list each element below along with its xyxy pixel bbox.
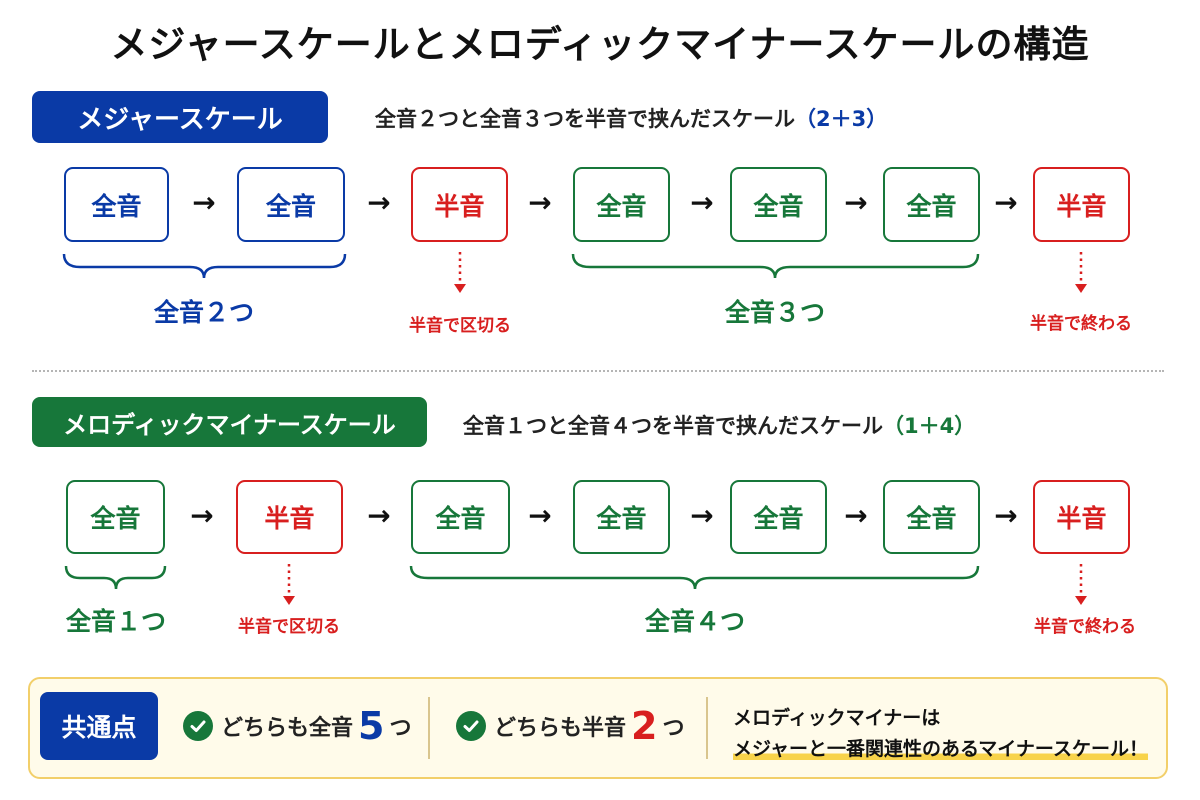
major-divide-arrowhead bbox=[454, 284, 466, 293]
melodic-arrow-6: → bbox=[994, 499, 1018, 532]
major-arrow-2: → bbox=[367, 186, 391, 219]
common-note-line2-wrap: メジャーと一番関連性のあるマイナースケール！ bbox=[733, 734, 1148, 761]
page-title: メジャースケールとメロディックマイナースケールの構造 bbox=[110, 23, 1090, 66]
major-step-6: 全音 bbox=[883, 167, 980, 242]
major-arrow-6: → bbox=[994, 186, 1018, 219]
major-group2-label: 全音３つ bbox=[724, 298, 825, 327]
melodic-group1-label: 全音１つ bbox=[65, 607, 166, 636]
major-arrow-3: → bbox=[528, 186, 552, 219]
major-scale-label: メジャースケール bbox=[32, 91, 328, 143]
melodic-divide-note: 半音で区切る bbox=[238, 617, 340, 637]
common-separator-1 bbox=[428, 697, 430, 759]
major-brace-2 bbox=[571, 253, 980, 279]
melodic-step-7: 半音 bbox=[1033, 480, 1130, 554]
major-end-note: 半音で終わる bbox=[1030, 314, 1132, 334]
major-annotation-graphics bbox=[62, 252, 1087, 293]
major-description: 全音２つと全音３つを半音で挟んだスケール（2＋3） bbox=[375, 103, 887, 133]
melodic-step-3: 全音 bbox=[411, 480, 510, 554]
common-item1-number: 5 bbox=[358, 704, 385, 748]
melodic-formula: （1＋4） bbox=[883, 414, 976, 438]
major-step-2: 全音 bbox=[237, 167, 345, 242]
major-step-7: 半音 bbox=[1033, 167, 1130, 242]
melodic-arrow-2: → bbox=[367, 499, 391, 532]
common-points-label: 共通点 bbox=[40, 692, 158, 760]
melodic-arrow-5: → bbox=[844, 499, 868, 532]
melodic-description: 全音１つと全音４つを半音で挟んだスケール（1＋4） bbox=[463, 410, 975, 440]
melodic-arrow-3: → bbox=[528, 499, 552, 532]
melodic-end-note: 半音で終わる bbox=[1034, 617, 1136, 637]
melodic-step-1: 全音 bbox=[66, 480, 165, 554]
melodic-arrow-1: → bbox=[190, 499, 214, 532]
major-description-text: 全音２つと全音３つを半音で挟んだスケール bbox=[375, 107, 795, 131]
check-icon bbox=[183, 711, 213, 741]
melodic-group2-label: 全音４つ bbox=[644, 607, 745, 636]
melodic-step-4: 全音 bbox=[573, 480, 670, 554]
common-item2-prefix: どちらも半音 bbox=[494, 716, 627, 741]
major-formula: （2＋3） bbox=[795, 107, 888, 131]
melodic-scale-label: メロディックマイナースケール bbox=[32, 397, 427, 447]
common-separator-2 bbox=[706, 697, 708, 759]
common-item2-suffix: つ bbox=[662, 716, 685, 741]
melodic-annotation-graphics bbox=[64, 564, 1087, 605]
melodic-step-6: 全音 bbox=[883, 480, 980, 554]
common-item1-suffix: つ bbox=[389, 716, 412, 741]
common-item-whole-tones: どちらも全音 5 つ bbox=[183, 701, 411, 751]
melodic-step-2: 半音 bbox=[236, 480, 343, 554]
major-divide-note: 半音で区切る bbox=[409, 316, 511, 336]
common-item1-prefix: どちらも全音 bbox=[221, 716, 354, 741]
section-divider bbox=[32, 370, 1164, 372]
common-item-half-tones: どちらも半音 2 つ bbox=[456, 701, 684, 751]
major-step-3: 半音 bbox=[411, 167, 508, 242]
major-end-arrowhead bbox=[1075, 284, 1087, 293]
major-arrow-1: → bbox=[192, 186, 216, 219]
major-brace-1 bbox=[62, 253, 347, 279]
melodic-brace-1 bbox=[64, 565, 167, 590]
melodic-brace-2 bbox=[409, 565, 980, 590]
check-icon bbox=[456, 711, 486, 741]
common-note-line2: メジャーと一番関連性のあるマイナースケール！ bbox=[733, 738, 1148, 760]
major-arrow-5: → bbox=[844, 186, 868, 219]
melodic-divide-arrowhead bbox=[283, 596, 295, 605]
common-points-box bbox=[28, 677, 1168, 779]
common-note-line1: メロディックマイナーは bbox=[733, 707, 941, 729]
melodic-end-arrowhead bbox=[1075, 596, 1087, 605]
major-group1-label: 全音２つ bbox=[153, 298, 254, 327]
melodic-description-text: 全音１つと全音４つを半音で挟んだスケール bbox=[463, 414, 883, 438]
major-step-4: 全音 bbox=[573, 167, 670, 242]
melodic-arrow-4: → bbox=[690, 499, 714, 532]
major-step-5: 全音 bbox=[730, 167, 827, 242]
melodic-step-5: 全音 bbox=[730, 480, 827, 554]
major-arrow-4: → bbox=[690, 186, 714, 219]
major-step-1: 全音 bbox=[64, 167, 169, 242]
common-item2-number: 2 bbox=[631, 704, 658, 748]
